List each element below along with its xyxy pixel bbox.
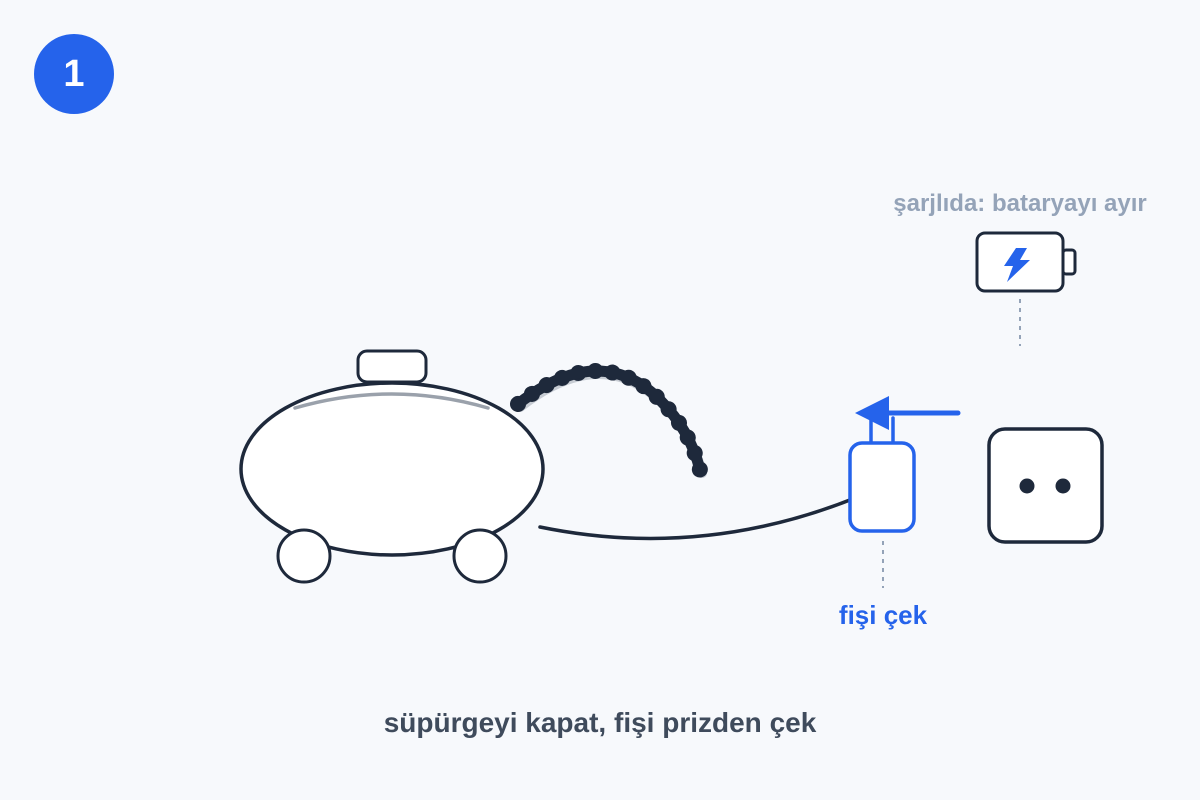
- plug-action-label: fişi çek: [838, 600, 928, 630]
- wall-socket-icon: [987, 427, 1104, 544]
- power-cord: [538, 496, 857, 541]
- step-number-badge: 1: [34, 34, 114, 114]
- hose-icon: [510, 363, 708, 478]
- arrow-left-icon: [855, 396, 961, 430]
- battery-note: şarjlıda: bataryayı ayır: [893, 190, 1147, 217]
- plug-icon: [848, 416, 916, 533]
- battery-charging-icon: [975, 231, 1077, 293]
- step-caption: süpürgeyi kapat, fişi prizden çek: [383, 707, 817, 738]
- vacuum-cleaner-icon: [239, 349, 545, 584]
